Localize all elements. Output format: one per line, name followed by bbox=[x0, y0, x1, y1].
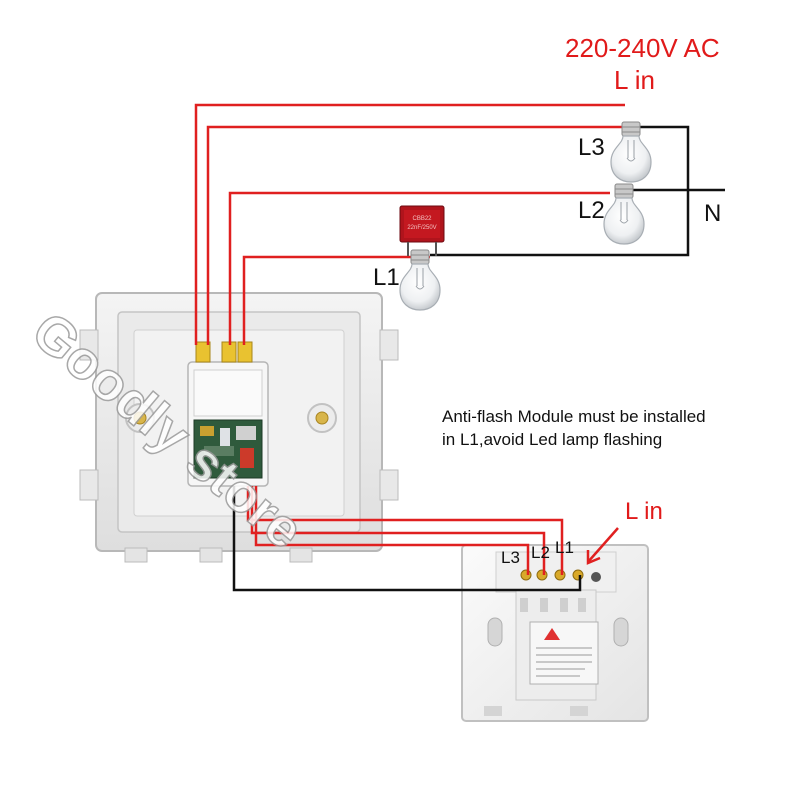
switch-live-label: L in bbox=[625, 498, 663, 525]
lamp-l2 bbox=[603, 183, 645, 245]
switch-terminal-l2 bbox=[536, 569, 548, 581]
switch-terminal-l3 bbox=[520, 569, 532, 581]
live-wires bbox=[194, 103, 625, 575]
screw-post-right bbox=[307, 403, 337, 433]
lamp-l1 bbox=[399, 249, 441, 311]
switch-terminal-l2-label: L2 bbox=[531, 543, 550, 562]
lamp-l3 bbox=[610, 121, 652, 183]
neutral-label: N bbox=[704, 200, 722, 227]
lamp-l2-label: L2 bbox=[578, 197, 605, 224]
screw-post-left bbox=[125, 403, 155, 433]
switch-terminal-lin bbox=[572, 569, 584, 581]
control-module bbox=[187, 341, 269, 487]
anti-flash-capacitor: CBB22 22nF/250V bbox=[399, 205, 445, 256]
neutral-wires bbox=[232, 125, 725, 592]
switch-terminal-l3-label: L3 bbox=[501, 548, 520, 567]
switch-terminal-l1-label: L1 bbox=[555, 538, 574, 557]
switch-terminal-l1 bbox=[554, 569, 566, 581]
switch-back-plate bbox=[461, 544, 649, 722]
lamp-l1-label: L1 bbox=[373, 264, 400, 291]
anti-flash-note-line1: Anti-flash Module must be installed bbox=[442, 407, 706, 426]
anti-flash-note: Anti-flash Module must be installed in L… bbox=[442, 405, 706, 451]
anti-flash-note-line2: in L1,avoid Led lamp flashing bbox=[442, 430, 663, 449]
capacitor-print-line2: 22nF/250V bbox=[407, 225, 436, 231]
supply-live-label: L in bbox=[614, 65, 655, 95]
capacitor-print-line1: CBB22 bbox=[412, 216, 432, 222]
supply-voltage-label: 220-240V AC bbox=[565, 33, 720, 63]
lamp-l3-label: L3 bbox=[578, 134, 605, 161]
